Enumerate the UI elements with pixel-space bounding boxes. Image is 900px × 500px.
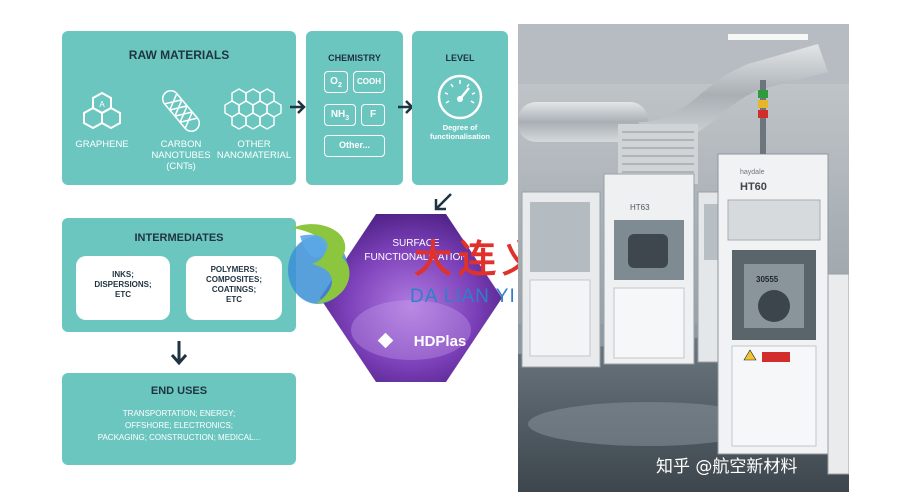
level-title: LEVEL: [445, 53, 475, 63]
machine-label-ht60: HT60: [740, 181, 767, 193]
graphene-symbol: A: [99, 100, 105, 109]
cnt-label-line-2: NANOTUBES: [151, 150, 211, 161]
surface-title-line-2: FUNCTIONALISATION: [364, 252, 467, 263]
machine-label-ht63: HT63: [630, 203, 650, 212]
arrow-right-icon: [290, 100, 306, 114]
inks-box: INKS; DISPERSIONS; ETC: [76, 256, 170, 320]
arrow-down-icon: [170, 341, 188, 366]
unit-number-label: 30555: [756, 275, 779, 284]
end-uses-line-1: TRANSPORTATION; ENERGY;: [122, 409, 236, 418]
raw-materials-title: RAW MATERIALS: [128, 48, 230, 62]
nanomaterial-lattice-icon: [224, 88, 282, 130]
polymers-line-1: POLYMERS;: [210, 265, 258, 274]
polymers-line-3: COATINGS;: [211, 285, 257, 294]
graphene-label: GRAPHENE: [75, 139, 129, 150]
machine-brand: haydale: [740, 169, 765, 176]
other-label-line-1: OTHER: [237, 139, 271, 150]
end-uses-line-3: PACKAGING; CONSTRUCTION; MEDICAL...: [97, 433, 261, 442]
end-uses-title: END USES: [150, 385, 208, 397]
other-label-line-2: NANOMATERIAL: [216, 150, 292, 161]
polymers-box: POLYMERS; COMPOSITES; COATINGS; ETC: [186, 256, 282, 320]
intermediates-title: INTERMEDIATES: [134, 232, 224, 244]
inks-line-2: DISPERSIONS;: [94, 280, 152, 289]
graphene-item: A GRAPHENE: [70, 91, 134, 150]
level-panel: LEVEL Degree of functionalisation: [412, 31, 508, 185]
end-uses-panel: END USES TRANSPORTATION; ENERGY; OFFSHOR…: [62, 373, 296, 465]
intermediates-panel: INTERMEDIATES INKS; DISPERSIONS; ETC POL…: [62, 218, 296, 332]
inks-line-3: ETC: [115, 290, 131, 299]
level-caption-line-1: Degree of: [442, 123, 478, 132]
credit-text: 知乎 @航空新材料: [656, 457, 798, 477]
inks-line-1: INKS;: [112, 270, 134, 279]
surface-title-line-1: SURFACE: [392, 238, 440, 249]
chem-f-box: F: [361, 104, 385, 126]
chem-cooh-box: COOH: [353, 71, 385, 93]
factory-photo: HT63 haydale HT60 30555 知乎 @航空新材料: [518, 24, 849, 492]
factory-scene-illustration: HT63 haydale HT60 30555: [518, 24, 849, 492]
chem-nh3-box: NH3: [324, 104, 356, 126]
polymers-line-4: ETC: [226, 295, 242, 304]
chemistry-title: CHEMISTRY: [328, 53, 381, 63]
cnt-item: CARBON NANOTUBES (CNTs): [144, 87, 218, 172]
gauge-icon: [437, 74, 483, 120]
level-caption-line-2: functionalisation: [430, 132, 490, 141]
chem-other-box: Other...: [324, 135, 385, 157]
graphene-hexagon-icon: A: [83, 91, 121, 130]
surface-functionalisation-hexagon: SURFACE FUNCTIONALISATION HDPlas: [320, 214, 502, 382]
chemistry-panel: CHEMISTRY O2 COOH NH3 F Other...: [306, 31, 403, 185]
cnt-label-line-3: (CNTs): [166, 161, 196, 172]
carbon-nanotube-icon: [161, 89, 201, 133]
end-uses-line-2: OFFSHORE; ELECTRONICS;: [124, 421, 233, 430]
polymers-line-2: COMPOSITES;: [205, 275, 262, 284]
chem-o2-box: O2: [324, 71, 348, 93]
hdplas-brand: HDPlas: [414, 333, 467, 350]
level-caption: Degree of functionalisation: [420, 123, 500, 141]
raw-materials-panel: RAW MATERIALS A GRAPHENE: [62, 31, 296, 185]
cnt-label-line-1: CARBON: [160, 139, 202, 150]
company-logo-icon: [288, 224, 350, 304]
other-nanomaterial-item: OTHER NANOMATERIAL: [214, 87, 294, 161]
arrow-down-left-icon: [434, 193, 452, 211]
